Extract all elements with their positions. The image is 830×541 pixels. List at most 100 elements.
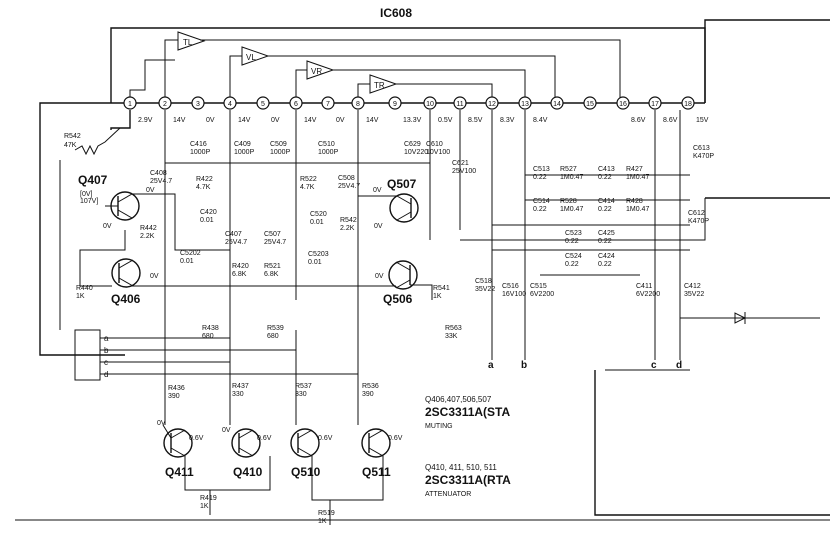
part-value-label: 10V100: [426, 149, 450, 156]
ic-pin: [485, 96, 499, 110]
svg-text:2SC3311A(RTA: 2SC3311A(RTA: [425, 473, 511, 487]
svg-text:MUTING: MUTING: [425, 423, 453, 430]
part-ref-label: R436: [168, 385, 185, 392]
part-value-label: 1M0.47: [560, 174, 583, 181]
svg-text:Q411: Q411: [165, 465, 194, 479]
part-ref-label: C413: [598, 166, 615, 173]
part-ref-label: C416: [190, 141, 207, 148]
transistor-q407: Q407 [0V] 107V]: [78, 173, 140, 221]
svg-text:Q406: Q406: [111, 292, 141, 306]
ic-pin-voltage: 8.3V: [500, 117, 515, 124]
part-ref-label: C409: [234, 141, 251, 148]
part-value-label: 25V4.7: [338, 183, 360, 190]
part-value-label: 680: [267, 333, 279, 340]
part-ref-label: C5203: [308, 251, 329, 258]
ic-pin-number: 7: [326, 101, 330, 108]
svg-text:b: b: [104, 346, 109, 355]
svg-text:0V: 0V: [222, 427, 231, 434]
part-ref-label: C5202: [180, 250, 201, 257]
svg-text:Q507: Q507: [387, 177, 417, 191]
part-value-label: 6.8K: [232, 271, 247, 278]
ic-pin: [550, 96, 564, 110]
part-ref-label: C518: [475, 278, 492, 285]
ic-pin: [321, 96, 335, 110]
part-value-label: 35V22: [475, 286, 495, 293]
right-lower-frame: [594, 370, 830, 516]
svg-text:Q506: Q506: [383, 292, 413, 306]
ic-pin-voltage: 15V: [696, 117, 709, 124]
part-value-label: 390: [362, 391, 374, 398]
ic-pin-number: 1: [128, 101, 132, 108]
part-ref-label: C610: [426, 141, 443, 148]
part-value-label: 0.22: [565, 238, 579, 245]
part-ref-label: R519: [318, 510, 335, 517]
part-ref-label: R420: [232, 263, 249, 270]
ic-pin-number: 15: [586, 101, 594, 108]
part-ref-label: C613: [693, 145, 710, 152]
ic-pin: [388, 96, 402, 110]
part-value-label: 25V4.7: [264, 239, 286, 246]
part-value-label: 1000P: [190, 149, 211, 156]
svg-text:R542: R542: [64, 133, 81, 140]
part-ref-label: R537: [295, 383, 312, 390]
part-value-label: 33K: [445, 333, 458, 340]
ic-pin: [616, 96, 630, 110]
main-wiring: [79, 110, 820, 360]
part-ref-label: C507: [264, 231, 281, 238]
part-ref-label: R422: [196, 176, 213, 183]
part-value-label: 10V220: [404, 149, 428, 156]
pin18-supply-wire: [704, 19, 830, 103]
ic-pin-voltage: 8.4V: [533, 117, 548, 124]
ic-pin-number: 11: [456, 101, 463, 108]
ic-pin: [648, 96, 662, 110]
part-ref-label: R522: [300, 176, 317, 183]
ic-pin-number: 8: [356, 101, 360, 108]
ic-pin: [289, 96, 303, 110]
part-value-label: 0.22: [533, 206, 547, 213]
part-ref-label: R528: [560, 198, 577, 205]
svg-text:d: d: [676, 360, 682, 371]
part-ref-label: C629: [404, 141, 421, 148]
part-value-label: 1K: [200, 503, 209, 510]
svg-text:Q511: Q511: [362, 465, 391, 479]
ic-pin: [583, 96, 597, 110]
svg-text:Q410, 411, 510, 511: Q410, 411, 510, 511: [425, 463, 497, 472]
transistor-q410: Q410: [231, 428, 263, 479]
part-ref-label: C513: [533, 166, 550, 173]
svg-text:VR: VR: [311, 67, 322, 76]
part-value-label: 2.2K: [340, 225, 355, 232]
part-value-label: 35V22: [684, 291, 704, 298]
svg-text:Q406,407,506,507: Q406,407,506,507: [425, 395, 492, 404]
part-value-label: K470P: [688, 218, 709, 225]
amp-vr: VR: [306, 60, 335, 80]
svg-text:0.6V: 0.6V: [257, 435, 272, 442]
part-ref-label: C412: [684, 283, 701, 290]
svg-text:Q510: Q510: [291, 465, 321, 479]
part-ref-label: C524: [565, 253, 582, 260]
part-ref-label: R541: [433, 285, 450, 292]
ic-pin: [158, 96, 172, 110]
voltage-annotations: 0V 0V 0V 0V 0V 0V 0V 0.6V 0.6V 0.6V 0.6V…: [103, 187, 403, 442]
part-value-label: 25V4.7: [150, 178, 172, 185]
part-ref-label: R539: [267, 325, 284, 332]
svg-text:0.6V: 0.6V: [388, 435, 403, 442]
part-value-label: 6V2200: [530, 291, 554, 298]
note-muting: Q406,407,506,507 2SC3311A(STA MUTING: [425, 395, 510, 430]
ic-pin-number: 3: [196, 101, 200, 108]
part-value-label: 1000P: [234, 149, 255, 156]
ic-pin-number: 14: [553, 101, 561, 108]
part-value-label: 6.8K: [264, 271, 279, 278]
part-ref-label: C407: [225, 231, 242, 238]
part-value-label: 0.01: [180, 258, 194, 265]
part-value-label: 0.22: [598, 206, 612, 213]
ic-pin-voltage: 0V: [206, 117, 215, 124]
part-ref-label: R419: [200, 495, 217, 502]
transistor-q411: Q411: [162, 424, 194, 479]
ic-pin: [191, 96, 205, 110]
part-value-label: 0.01: [200, 217, 214, 224]
part-ref-label: C612: [688, 210, 705, 217]
part-value-label: 0.22: [565, 261, 579, 268]
svg-text:0V: 0V: [375, 273, 384, 280]
ic-pin-number: 10: [426, 101, 434, 108]
